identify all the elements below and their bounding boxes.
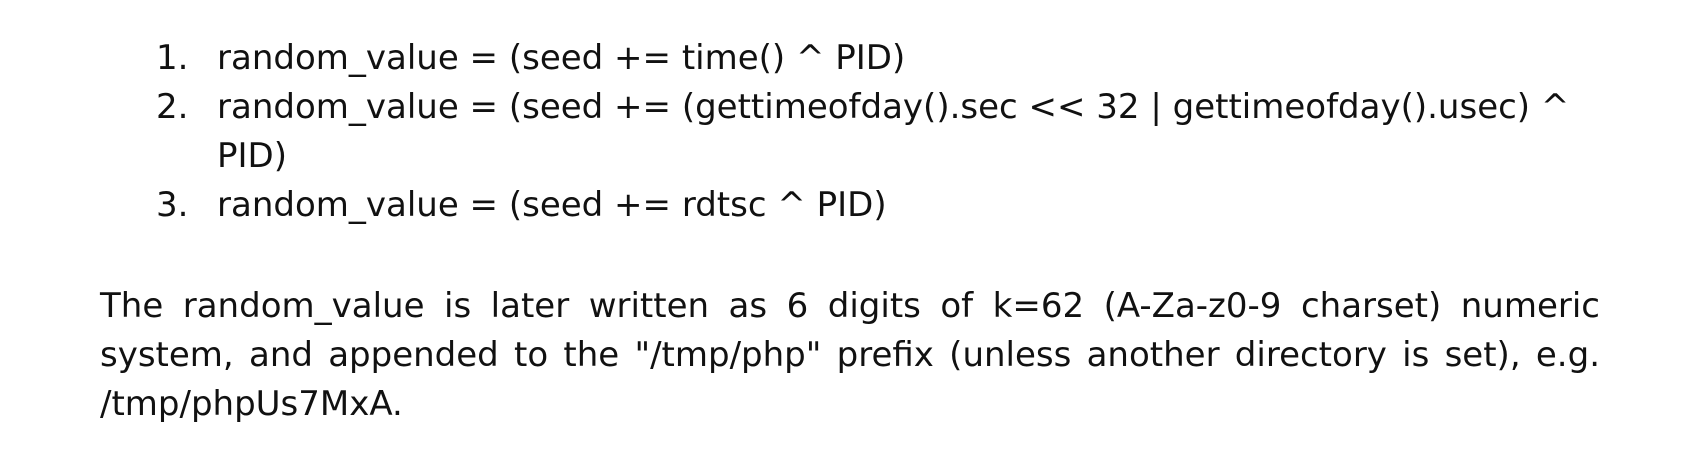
list-item-text: random_value = (seed += rdtsc ^ PID) xyxy=(217,185,887,225)
list-item: 1. random_value = (seed += time() ^ PID) xyxy=(100,34,1600,83)
ordered-list: 1. random_value = (seed += time() ^ PID)… xyxy=(100,34,1600,230)
list-item: 3. random_value = (seed += rdtsc ^ PID) xyxy=(100,181,1600,230)
list-item-number: 1. xyxy=(156,38,189,78)
list-item-text: random_value = (seed += (gettimeofday().… xyxy=(217,87,1570,176)
list-item-text: random_value = (seed += time() ^ PID) xyxy=(217,38,906,78)
list-item: 2. random_value = (seed += (gettimeofday… xyxy=(100,83,1600,181)
list-item-number: 2. xyxy=(156,87,189,127)
explanation-paragraph: The random_value is later written as 6 d… xyxy=(100,286,1600,424)
list-item-number: 3. xyxy=(156,185,189,225)
